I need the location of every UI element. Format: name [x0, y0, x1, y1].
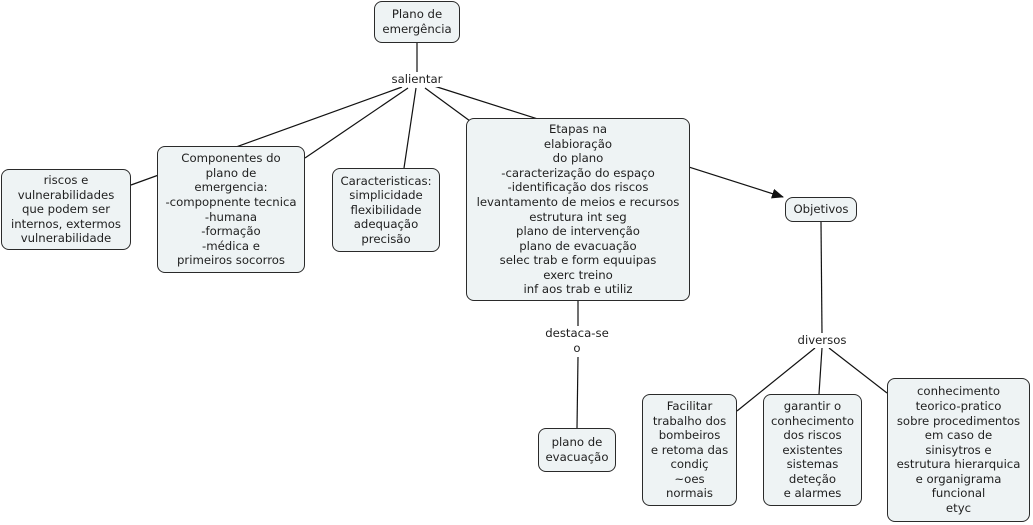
link-salientar-caracteristicas: [403, 87, 417, 169]
link-diversos-garantir: [818, 347, 823, 395]
node-facilitar[interactable]: Facilitar trabalho dos bombeiros e retom…: [642, 394, 737, 506]
node-riscos[interactable]: riscos e vulnerabilidades que podem ser …: [1, 169, 131, 250]
node-plano-evacuacao[interactable]: plano de evacuação: [538, 428, 616, 472]
link-label-salientar: salientar: [390, 72, 444, 87]
link-salientar-etapas: [424, 87, 471, 122]
node-plano-emergencia[interactable]: Plano de emergência: [374, 1, 460, 43]
link-salientar-componentes: [304, 87, 409, 159]
link-destaca-plano-evacuacao: [576, 356, 579, 429]
node-componentes[interactable]: Componentes do plano de emergencia: -com…: [157, 146, 305, 273]
link-label-diversos: diversos: [796, 333, 848, 348]
node-caracteristicas[interactable]: Caracteristicas: simplicidade flexibilid…: [332, 168, 440, 252]
link-diversos-facilitar: [736, 347, 816, 412]
link-objetivos-diversos: [820, 221, 823, 335]
node-etapas[interactable]: Etapas na elabioração do plano -caracter…: [466, 118, 690, 301]
link-diversos-conhecimento: [828, 347, 888, 394]
link-label-destaca: destaca-se o: [544, 326, 610, 356]
node-objetivos[interactable]: Objetivos: [785, 197, 857, 222]
node-garantir[interactable]: garantir o conhecimento dos riscos exist…: [763, 394, 862, 506]
node-conhecimento[interactable]: conhecimento teorico-pratico sobre proce…: [887, 378, 1030, 522]
